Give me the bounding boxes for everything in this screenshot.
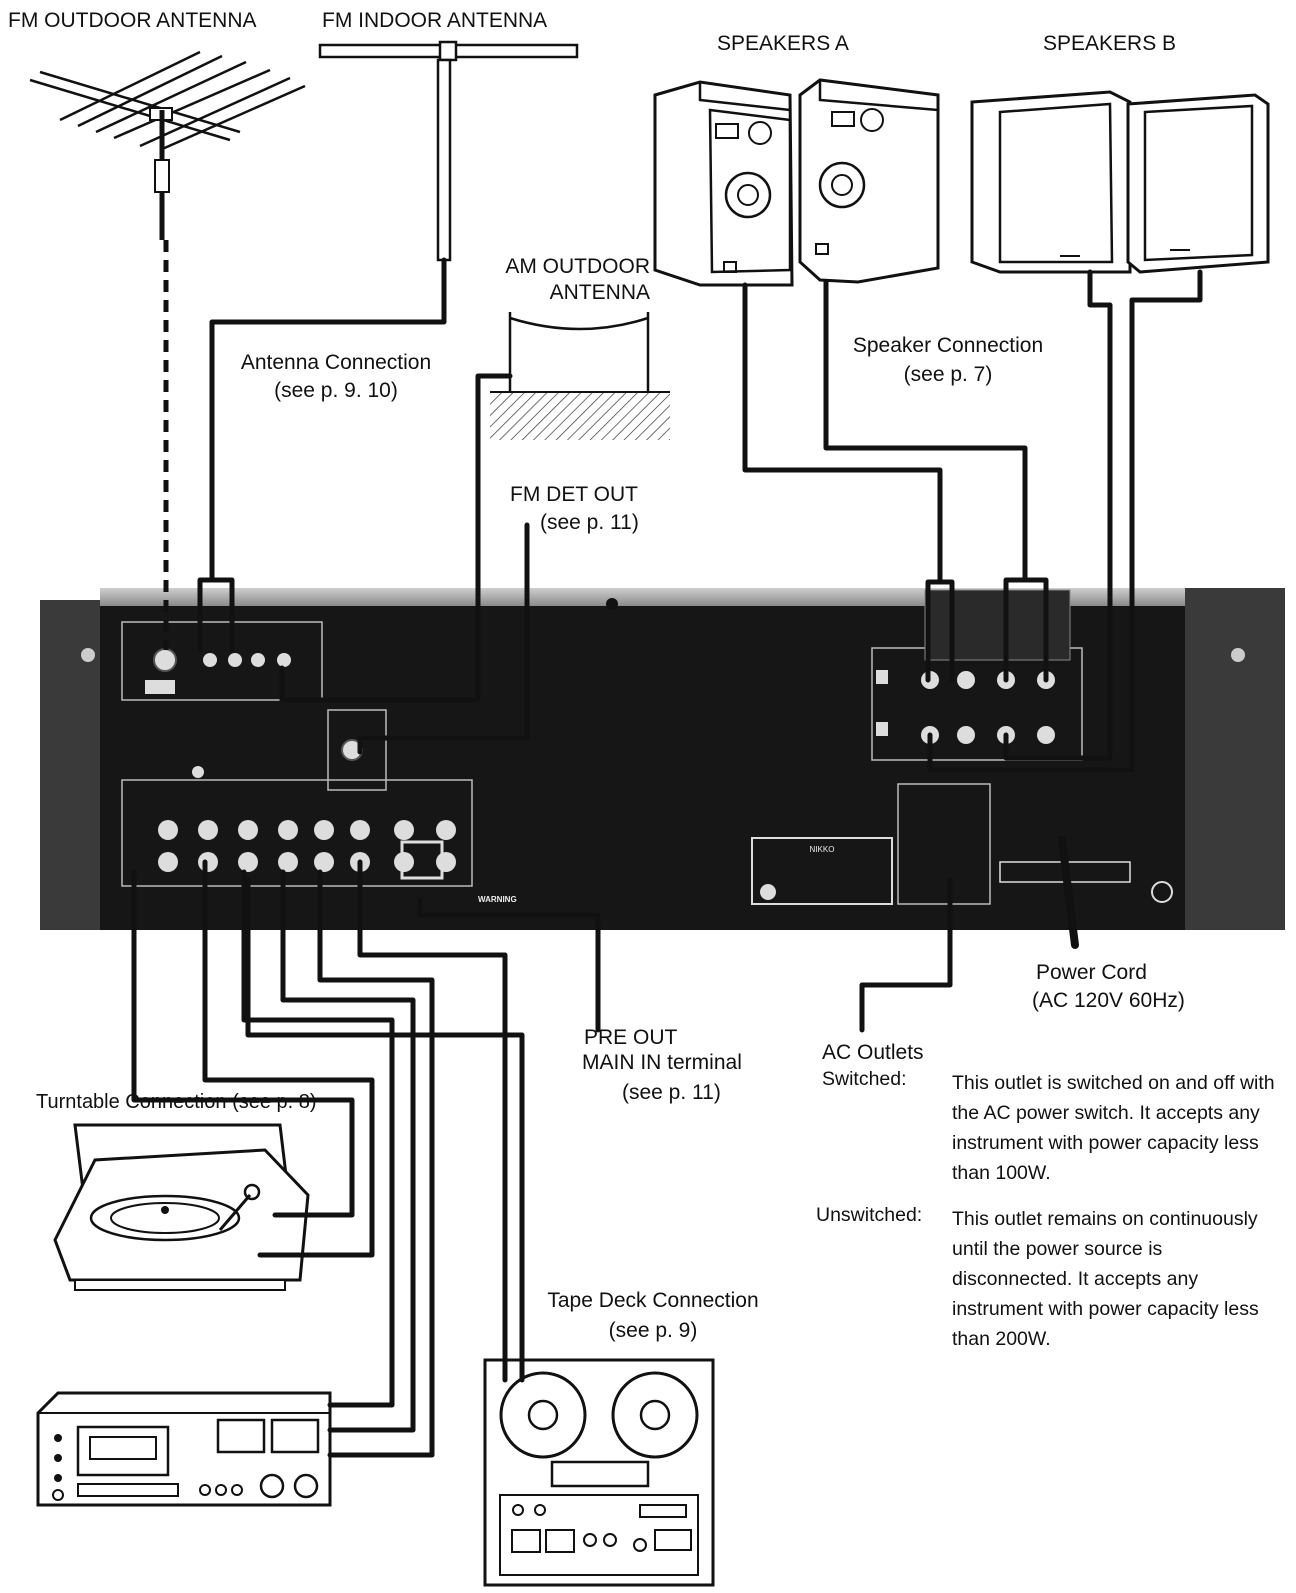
- speaker-b-right-icon: [1126, 93, 1270, 274]
- antenna-connection-ref: (see p. 9. 10): [274, 379, 398, 402]
- pre-out-ref: (see p. 11): [622, 1081, 721, 1104]
- cassette-wire-2: [280, 869, 416, 1433]
- power-cord-spec: (AC 120V 60Hz): [1032, 989, 1185, 1012]
- fm-det-out-label: FM DET OUT: [510, 483, 638, 506]
- reel-deck-wire-1: [357, 859, 508, 1383]
- pre-out-label: PRE OUT: [584, 1026, 678, 1049]
- am-outdoor-antenna-icon: [490, 312, 670, 440]
- fm-det-out-wire: [357, 522, 530, 755]
- fm-outdoor-antenna-label: FM OUTDOOR ANTENNA: [8, 9, 257, 32]
- am-antenna-feed-wire: [279, 373, 513, 703]
- main-in-terminal-label: MAIN IN terminal: [582, 1051, 742, 1074]
- cassette-wire-1: [241, 869, 395, 1408]
- speaker-b-right-wire: [927, 269, 1203, 773]
- ac-outlets-title: AC Outlets: [822, 1041, 924, 1064]
- turntable-connection-label: Turntable Connection (see p. 8): [36, 1091, 317, 1113]
- speaker-b-left-wire: [1003, 269, 1113, 761]
- unswitched-description: This outlet remains on continuously unti…: [952, 1208, 1259, 1350]
- brand-plate-text: NIKKO: [810, 845, 835, 854]
- am-outdoor-antenna-label-line2: ANTENNA: [549, 281, 650, 304]
- turntable-icon: [53, 1123, 310, 1291]
- fm-indoor-antenna-label: FM INDOOR ANTENNA: [322, 9, 548, 32]
- cassette-deck-icon: [36, 1391, 332, 1507]
- receiver-rear-panel: NIKKO WARNING: [40, 588, 1285, 930]
- turntable-wire-1: [131, 869, 355, 1218]
- speaker-connection-ref: (see p. 7): [903, 363, 993, 386]
- unswitched-label: Unswitched:: [816, 1204, 923, 1226]
- reel-to-reel-deck-icon: [483, 1358, 715, 1587]
- tape-deck-connection-ref: (see p. 9): [608, 1319, 698, 1342]
- speaker-connection-label: Speaker Connection: [852, 334, 1044, 357]
- speakers-a-label: SPEAKERS A: [717, 32, 849, 55]
- warning-label: WARNING: [478, 895, 517, 904]
- reel-deck-wire-2: [245, 877, 525, 1383]
- fm-indoor-antenna-icon: [318, 40, 579, 262]
- pre-out-main-in-wire: [417, 897, 601, 1033]
- turntable-connection-ref: (see p. 8): [232, 1091, 317, 1113]
- am-outdoor-antenna-label-line1: AM OUTDOOR: [505, 255, 650, 278]
- switched-label: Switched:: [822, 1068, 907, 1090]
- fm-indoor-feed-wire: [197, 257, 447, 653]
- fm-det-out-ref: (see p. 11): [540, 511, 639, 534]
- turntable-wire-2: [202, 859, 375, 1258]
- cassette-wire-3: [317, 869, 435, 1458]
- speaker-b-left-icon: [970, 90, 1132, 274]
- power-cord-wire: [1058, 836, 1079, 949]
- speaker-a-right-wire: [823, 279, 1028, 683]
- tape-deck-connection-label: Tape Deck Connection: [547, 1289, 759, 1312]
- speaker-a-left-icon: [653, 80, 794, 287]
- connection-wires: [131, 240, 1203, 1458]
- speaker-a-right-icon: [798, 78, 940, 284]
- power-cord-label: Power Cord: [1036, 961, 1147, 984]
- speakers-b-label: SPEAKERS B: [1043, 32, 1177, 55]
- ac-outlet-wire: [859, 877, 953, 1033]
- fm-outdoor-antenna-icon: [29, 50, 306, 240]
- antenna-connection-label: Antenna Connection: [240, 351, 432, 374]
- switched-description: This outlet is switched on and off with …: [952, 1072, 1275, 1184]
- speaker-a-left-wire: [742, 282, 943, 683]
